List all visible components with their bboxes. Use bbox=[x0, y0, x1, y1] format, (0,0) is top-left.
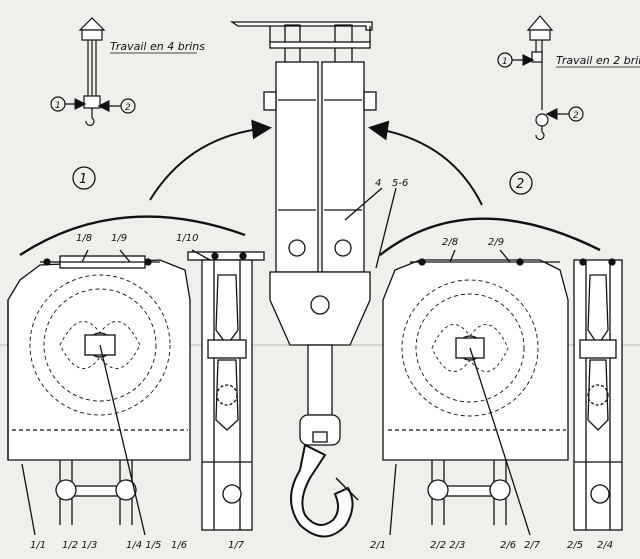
right-view-labels: 2/8 2/9 2/1 2/2 2/3 2/6 2/7 2/5 2/4 bbox=[370, 237, 613, 551]
label-1-2-1-3: 1/2 1/3 bbox=[62, 540, 97, 551]
circled-1-big-number: 1 bbox=[79, 172, 87, 187]
label-1-7: 1/7 bbox=[228, 540, 245, 551]
circled-1-big bbox=[72, 166, 96, 190]
left-view-labels: 1/8 1/9 1/10 1/1 1/2 1/3 1/4 1/5 1/6 1/7 bbox=[30, 233, 245, 551]
label-ref-5-6: 5-6 bbox=[392, 178, 408, 189]
label-2-1: 2/1 bbox=[370, 540, 386, 551]
label-travail-4-brins: Travail en 4 brins bbox=[110, 40, 205, 53]
label-ref-4: 4 bbox=[375, 178, 381, 189]
right-block-side-view bbox=[382, 249, 569, 536]
label-2-9: 2/9 bbox=[488, 237, 504, 248]
circled-1-right-small-number: 1 bbox=[502, 57, 508, 67]
label-2-5: 2/5 bbox=[567, 540, 583, 551]
left-block-side-view bbox=[7, 249, 191, 536]
label-2-8: 2/8 bbox=[442, 237, 458, 248]
label-1-9: 1/9 bbox=[111, 233, 127, 244]
label-1-6: 1/6 bbox=[171, 540, 187, 551]
curved-arrows bbox=[19, 119, 601, 257]
central-hook-block bbox=[229, 21, 397, 538]
label-travail-2-brins: Travail en 2 brins bbox=[556, 54, 640, 67]
schematic-4-strands bbox=[50, 17, 136, 127]
circled-2-left-small-number: 2 bbox=[125, 103, 131, 113]
label-2-7: 2/7 bbox=[524, 540, 541, 551]
circled-2-big bbox=[509, 171, 533, 195]
schematic-2-strands bbox=[497, 15, 584, 141]
circled-2-right-small-number: 2 bbox=[573, 111, 579, 121]
circled-1-left-small-number: 1 bbox=[55, 101, 61, 111]
label-2-6: 2/6 bbox=[500, 540, 516, 551]
right-block-end-view bbox=[573, 258, 623, 531]
left-block-end-view bbox=[187, 249, 265, 531]
label-2-2-2-3: 2/2 2/3 bbox=[430, 540, 465, 551]
label-2-4: 2/4 bbox=[597, 540, 613, 551]
label-1-8: 1/8 bbox=[76, 233, 92, 244]
circled-2-big-number: 2 bbox=[516, 177, 524, 192]
label-1-4-1-5: 1/4 1/5 bbox=[126, 540, 161, 551]
label-1-10: 1/10 bbox=[176, 233, 198, 244]
label-1-1: 1/1 bbox=[30, 540, 46, 551]
